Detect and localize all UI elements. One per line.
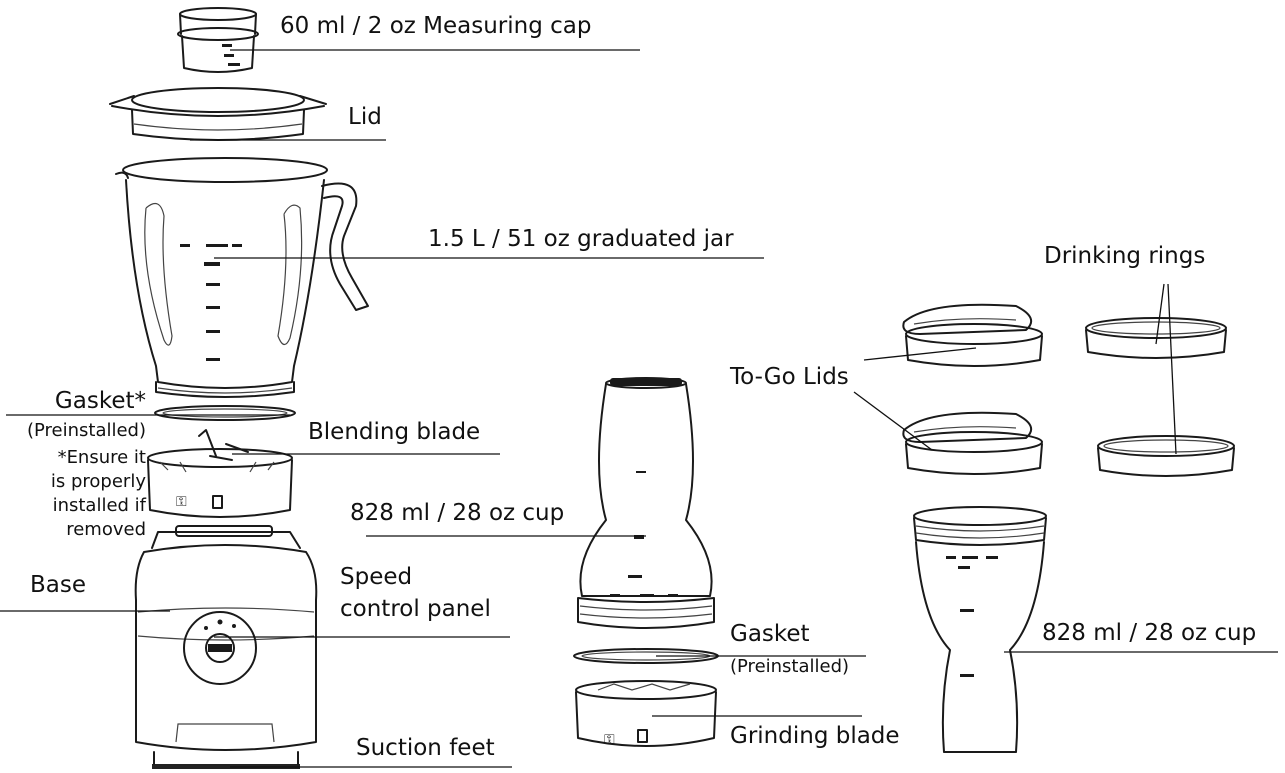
base-drawing (134, 525, 318, 769)
label-ensure-note-line-4: removed (66, 519, 146, 540)
svg-text:⚿: ⚿ (176, 494, 187, 510)
label-lid: Lid (348, 104, 382, 130)
label-cup-right: 828 ml / 28 oz cup (1042, 620, 1257, 646)
blending-blade-drawing: ⚿ (147, 429, 293, 518)
to-go-lid-2-drawing (902, 411, 1043, 475)
middle-cup-drawing (577, 377, 715, 629)
label-blending-blade: Blending blade (308, 419, 481, 445)
label-jar: 1.5 L / 51 oz graduated jar (428, 226, 734, 252)
grinding-blade-drawing: ⚿ (575, 680, 717, 748)
label-base: Base (30, 572, 87, 598)
label-ensure-note-line-2: is properly (50, 471, 146, 492)
measuring-cap-drawing (177, 7, 259, 73)
label-to-go-lids: To-Go Lids (730, 364, 849, 390)
label-ensure-note-line-1: *Ensure it (57, 447, 146, 468)
right-cup-drawing (913, 506, 1047, 753)
jar-drawing (115, 157, 369, 398)
label-ensure-note-line-3: installed if (52, 495, 146, 516)
svg-text:⚿: ⚿ (604, 732, 615, 748)
label-preinstalled-top: (Preinstalled) (26, 420, 146, 441)
to-go-lid-1-drawing (902, 303, 1043, 367)
label-cup-middle: 828 ml / 28 oz cup (350, 500, 565, 526)
lid-drawing (109, 87, 327, 141)
label-suction-feet: Suction feet (356, 735, 495, 761)
label-preinstalled-bottom: (Preinstalled) (730, 656, 850, 677)
drinking-ring-2-drawing (1097, 435, 1235, 477)
label-speed-control-line-2: control panel (340, 596, 491, 622)
label-gasket-bottom: Gasket (730, 621, 810, 647)
label-gasket-top: Gasket* (54, 388, 146, 414)
label-grinding-blade: Grinding blade (730, 723, 900, 749)
label-measuring-cap: 60 ml / 2 oz Measuring cap (280, 13, 592, 39)
gasket-top-drawing (154, 405, 296, 421)
leader-lines (0, 49, 1278, 768)
label-drinking-rings: Drinking rings (1044, 243, 1206, 269)
drinking-ring-1-drawing (1085, 317, 1227, 359)
label-speed-control-line-1: Speed (340, 564, 413, 590)
